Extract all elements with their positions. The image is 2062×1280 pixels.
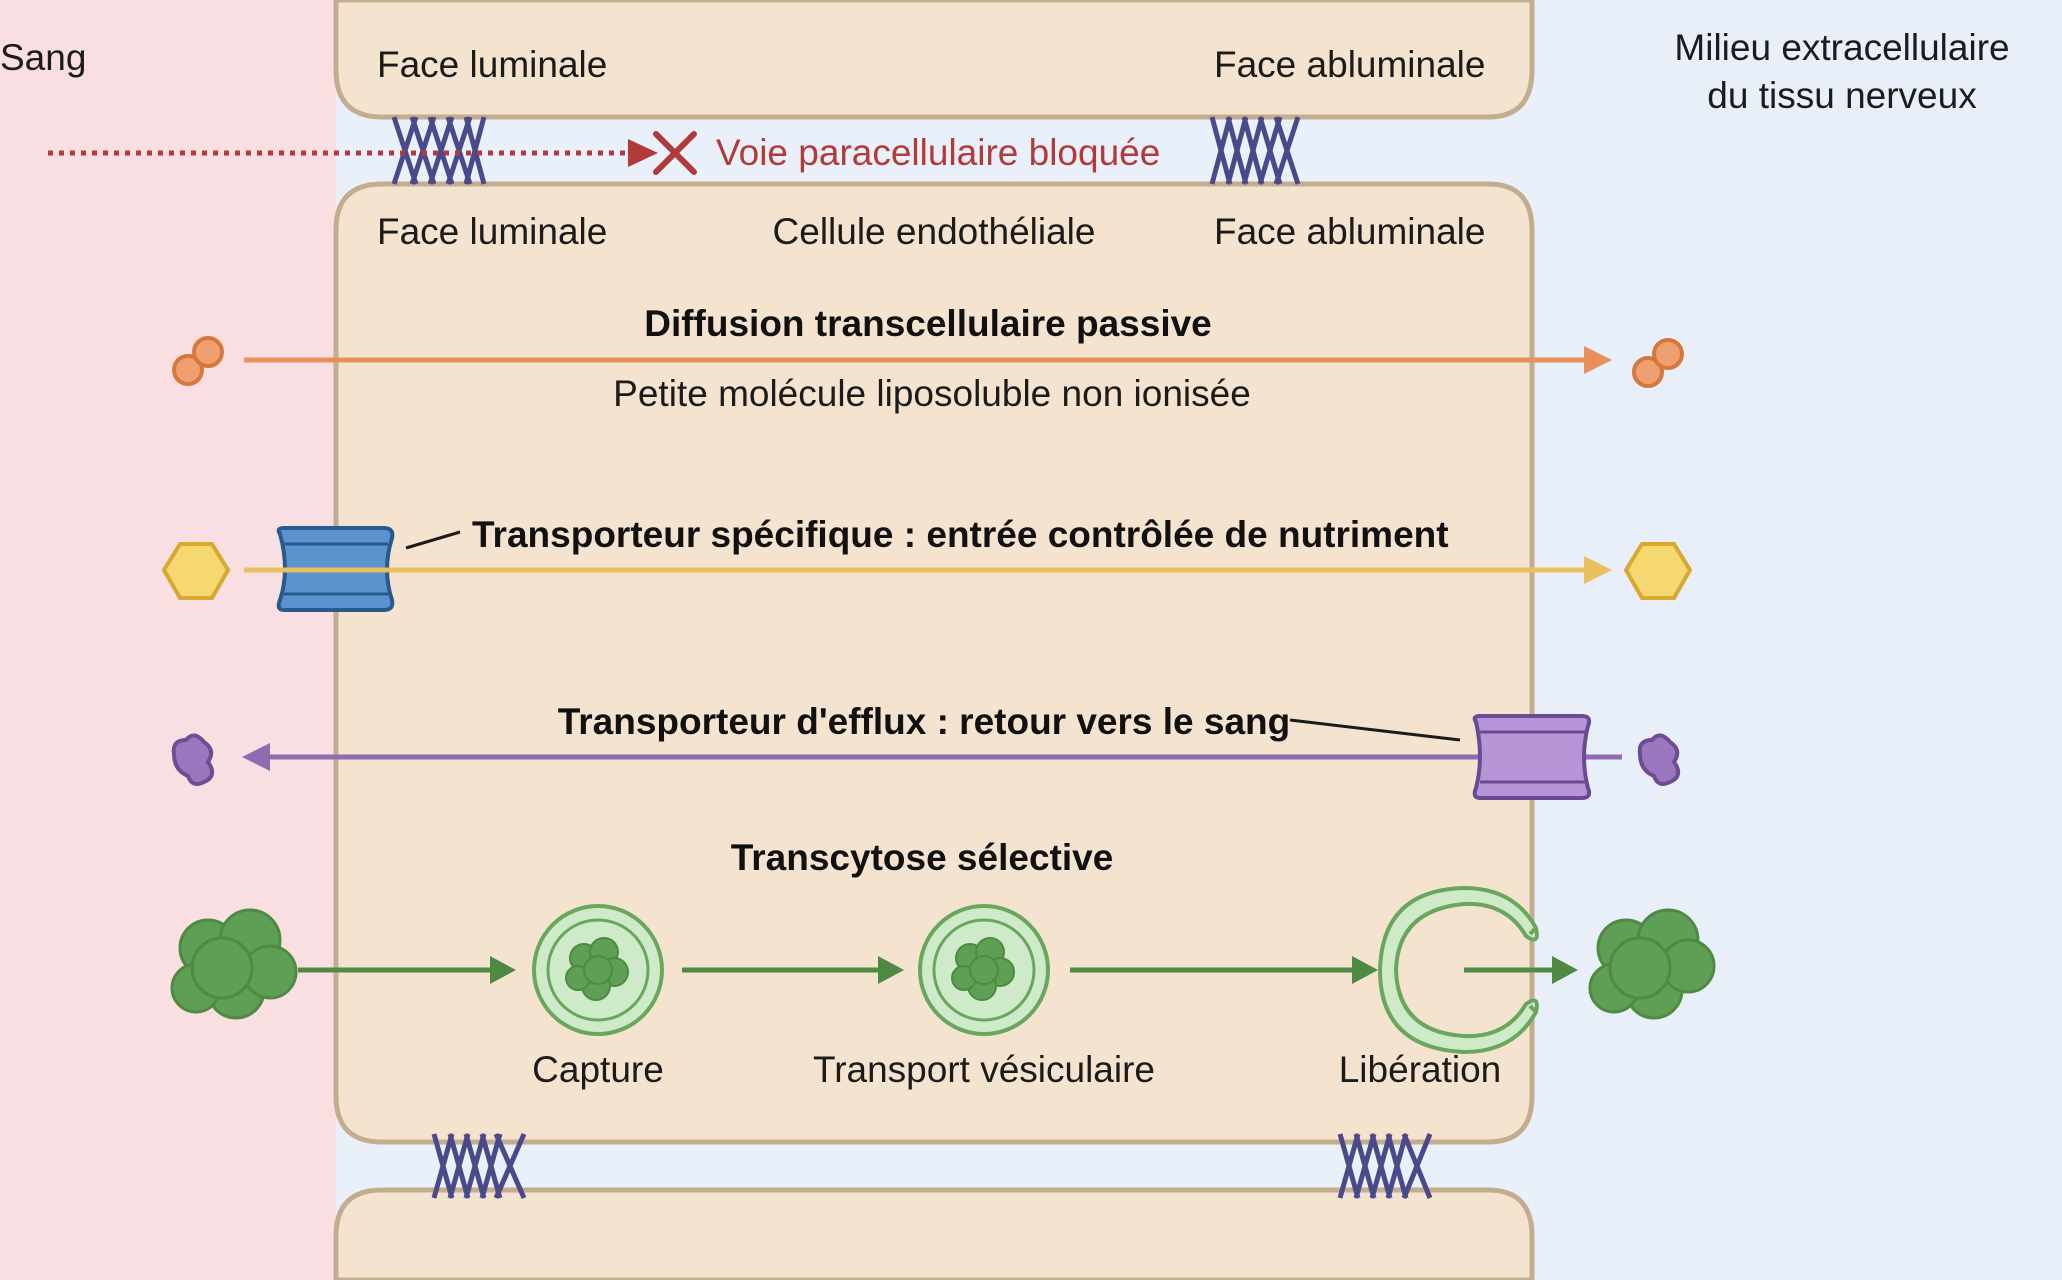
extracellular-label-line2: du tissu nerveux	[1707, 75, 1977, 116]
lipophilic-molecule-icon-right	[1632, 338, 1684, 388]
efflux-callout-line	[1289, 718, 1461, 742]
nutrient-arrowhead	[1584, 556, 1612, 584]
efflux-arrowhead	[242, 743, 270, 771]
tight-junction-bottom-left	[431, 1132, 527, 1200]
transcytosis-title: Transcytose sélective	[731, 837, 1114, 878]
transport-vesicle-icon	[918, 904, 1050, 1036]
release-vesicle-icon	[1377, 885, 1539, 1055]
nutrient-hexagon-icon-right	[1623, 542, 1693, 600]
top-cell-luminal-label: Face luminale	[377, 44, 607, 85]
specific-transporter-icon	[244, 526, 395, 612]
blood-label: Sang	[0, 37, 86, 78]
top-endothelial-cell	[333, 0, 1535, 120]
blocked-cross-icon	[653, 131, 697, 175]
extracellular-label-line1: Milieu extracellulaire	[1674, 27, 2009, 68]
transcytosis-arrowhead-3	[1352, 956, 1378, 984]
nutrient-hexagon-icon-left	[161, 542, 231, 600]
diffusion-subtitle: Petite molécule liposoluble non ionisée	[613, 373, 1251, 414]
macromolecule-icon-left	[170, 908, 298, 1020]
efflux-substrate-icon-left	[171, 733, 215, 786]
release-label: Libération	[1339, 1049, 1502, 1090]
transcytosis-arrowhead-2	[878, 956, 904, 984]
paracellular-label: Voie paracellulaire bloquée	[716, 132, 1160, 173]
tight-junction-bottom-right	[1337, 1133, 1433, 1199]
paracellular-arrowhead	[628, 139, 658, 167]
efflux-label: Transporteur d'efflux : retour vers le s…	[558, 701, 1291, 742]
transcytosis-arrowhead-4	[1552, 956, 1578, 984]
tight-junction-top-right	[1209, 116, 1301, 185]
top-cell-abluminal-label: Face abluminale	[1214, 44, 1485, 85]
main-endothelial-cell	[333, 181, 1535, 1145]
efflux-substrate-icon-right	[1637, 733, 1681, 786]
main-cell-title: Cellule endothéliale	[773, 211, 1096, 252]
transcytosis-arrowhead-1	[490, 956, 516, 984]
main-cell-luminal-label: Face luminale	[377, 211, 607, 252]
bottom-endothelial-cell	[333, 1187, 1535, 1280]
lipophilic-molecule-icon-left	[172, 336, 224, 386]
macromolecule-icon-right	[1588, 908, 1716, 1020]
diffusion-arrowhead	[1584, 346, 1612, 374]
transporter-callout-line	[405, 530, 461, 550]
blood-region	[0, 0, 336, 1280]
efflux-transporter-icon	[1472, 714, 1592, 800]
transporter-label: Transporteur spécifique : entrée contrôl…	[472, 514, 1449, 555]
diffusion-title: Diffusion transcellulaire passive	[644, 303, 1212, 344]
capture-label: Capture	[532, 1049, 664, 1090]
main-cell-abluminal-label: Face abluminale	[1214, 211, 1485, 252]
extracellular-region	[1534, 0, 2062, 1280]
transport-label: Transport vésiculaire	[813, 1049, 1155, 1090]
capture-vesicle-icon	[532, 904, 664, 1036]
